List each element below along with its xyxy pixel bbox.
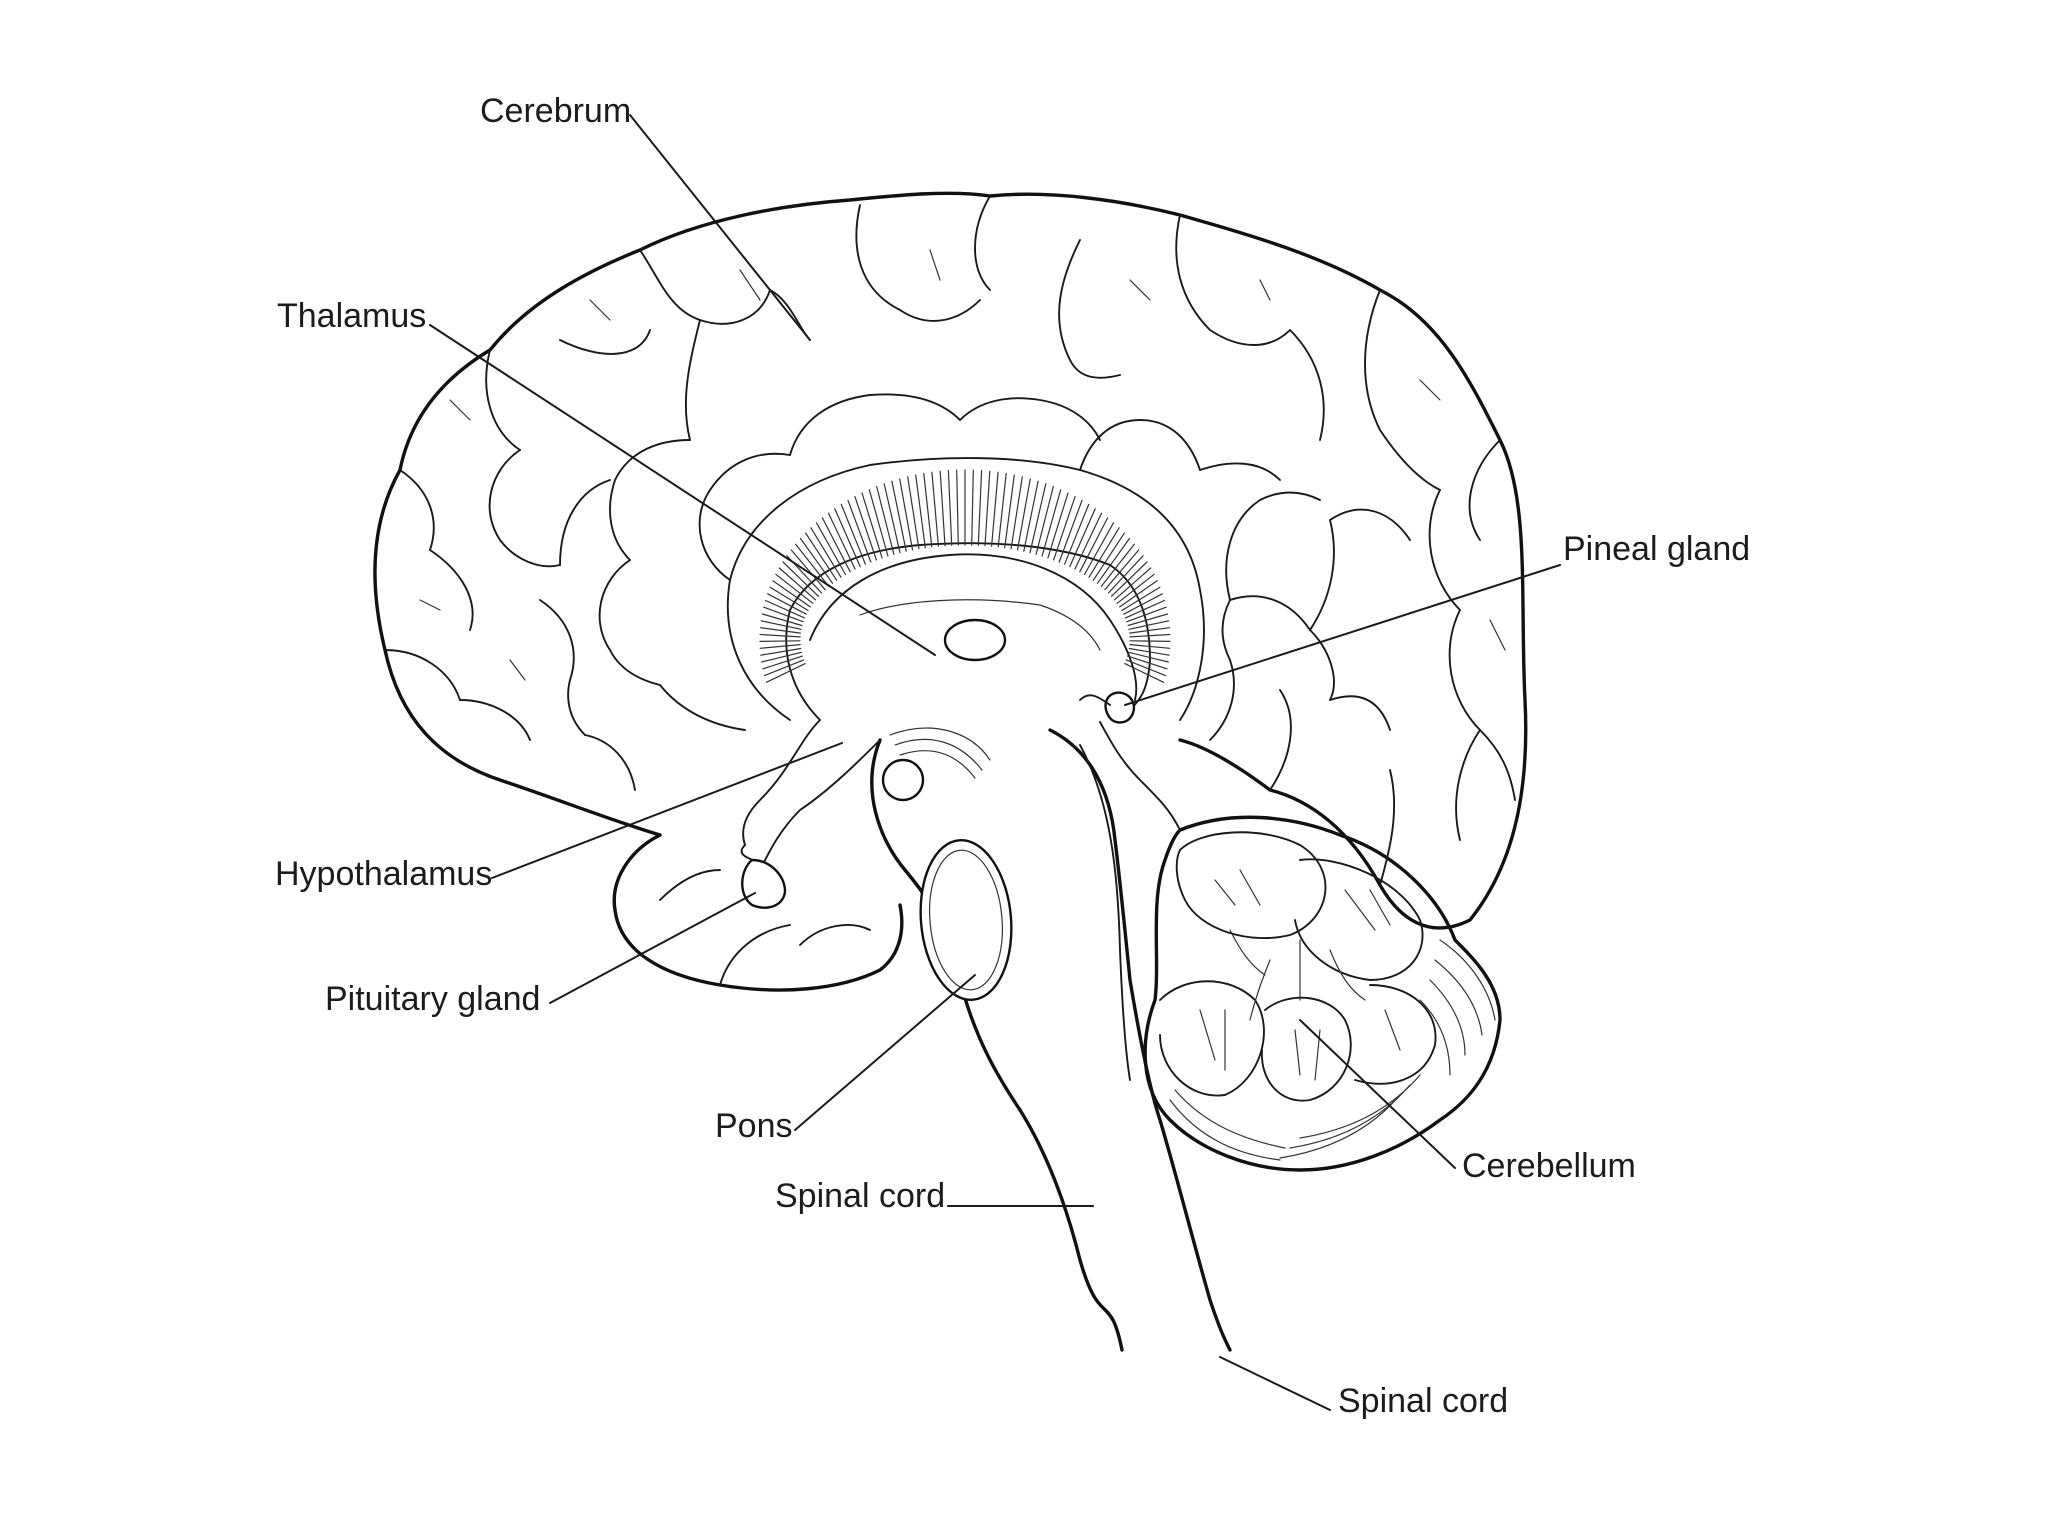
striation-line	[900, 479, 913, 550]
cerebrum-outline	[375, 193, 1526, 928]
striation-line	[932, 472, 939, 546]
striation-line	[992, 472, 999, 546]
fornix	[743, 720, 820, 845]
striation-line	[978, 471, 981, 546]
striation-line	[998, 474, 1006, 547]
striation-line	[1080, 518, 1108, 572]
label-pineal-gland: Pineal gland	[1563, 530, 1750, 568]
striation-line	[1130, 635, 1170, 637]
striation-line	[796, 544, 829, 586]
hypothalamus-region	[760, 740, 880, 870]
striation-line	[1130, 641, 1170, 642]
interthalamic-adhesion	[945, 620, 1005, 660]
striation-line	[829, 513, 856, 569]
label-thalamus: Thalamus	[277, 297, 426, 335]
labels: Cerebrum Thalamus Pineal gland Hypothala…	[275, 92, 1750, 1420]
striation-line	[1128, 614, 1168, 626]
striation-line	[1101, 544, 1134, 586]
striation-line	[760, 645, 800, 649]
label-spinal-cord-lower: Spinal cord	[1338, 1382, 1508, 1420]
striation-line	[1130, 628, 1170, 633]
striation-line	[1117, 574, 1154, 603]
pituitary-shape	[742, 860, 785, 908]
striation-line	[924, 474, 932, 547]
label-pituitary-gland: Pituitary gland	[325, 980, 540, 1018]
label-cerebellum: Cerebellum	[1462, 1147, 1636, 1185]
striation-line	[760, 641, 800, 642]
pituitary-stalk	[742, 845, 752, 860]
striation-line	[1030, 484, 1046, 553]
pons-leader	[795, 975, 975, 1130]
striation-line	[835, 509, 860, 567]
hypothalamus-leader	[492, 743, 842, 878]
pineal-shape	[1106, 693, 1134, 723]
striation-line	[1122, 587, 1160, 610]
striation-line	[892, 481, 906, 551]
striation-line	[822, 518, 850, 572]
striation-line	[773, 581, 810, 607]
temporal-lobe-outline	[614, 835, 902, 990]
striation-line	[1036, 487, 1053, 555]
label-spinal-cord-upper: Spinal cord	[775, 1177, 945, 1215]
striation-line	[957, 470, 959, 545]
spinal-cord-lower-leader	[1220, 1357, 1330, 1410]
label-pons: Pons	[715, 1107, 793, 1145]
cerebellum-folia	[1160, 832, 1495, 1160]
striation-line	[776, 574, 813, 603]
brainstem-front-edge	[872, 740, 1122, 1350]
pineal-leader	[1125, 565, 1560, 705]
label-cerebrum: Cerebrum	[480, 92, 631, 130]
thalamus-leader	[430, 325, 935, 655]
mammillary-body	[883, 760, 923, 800]
striation-line	[1120, 581, 1157, 607]
label-hypothalamus: Hypothalamus	[275, 855, 492, 893]
striation-line	[1018, 479, 1031, 550]
striation-line	[940, 471, 945, 545]
striation-line	[762, 614, 802, 626]
striation-line	[972, 470, 974, 545]
striation-line	[884, 484, 900, 553]
striation-line	[760, 635, 800, 637]
striation-line	[985, 471, 990, 545]
cerebrum-leader	[630, 115, 810, 340]
striation-line	[1024, 481, 1038, 551]
striation-line	[761, 628, 801, 633]
striation-line	[948, 471, 951, 546]
striation-line	[877, 487, 894, 555]
